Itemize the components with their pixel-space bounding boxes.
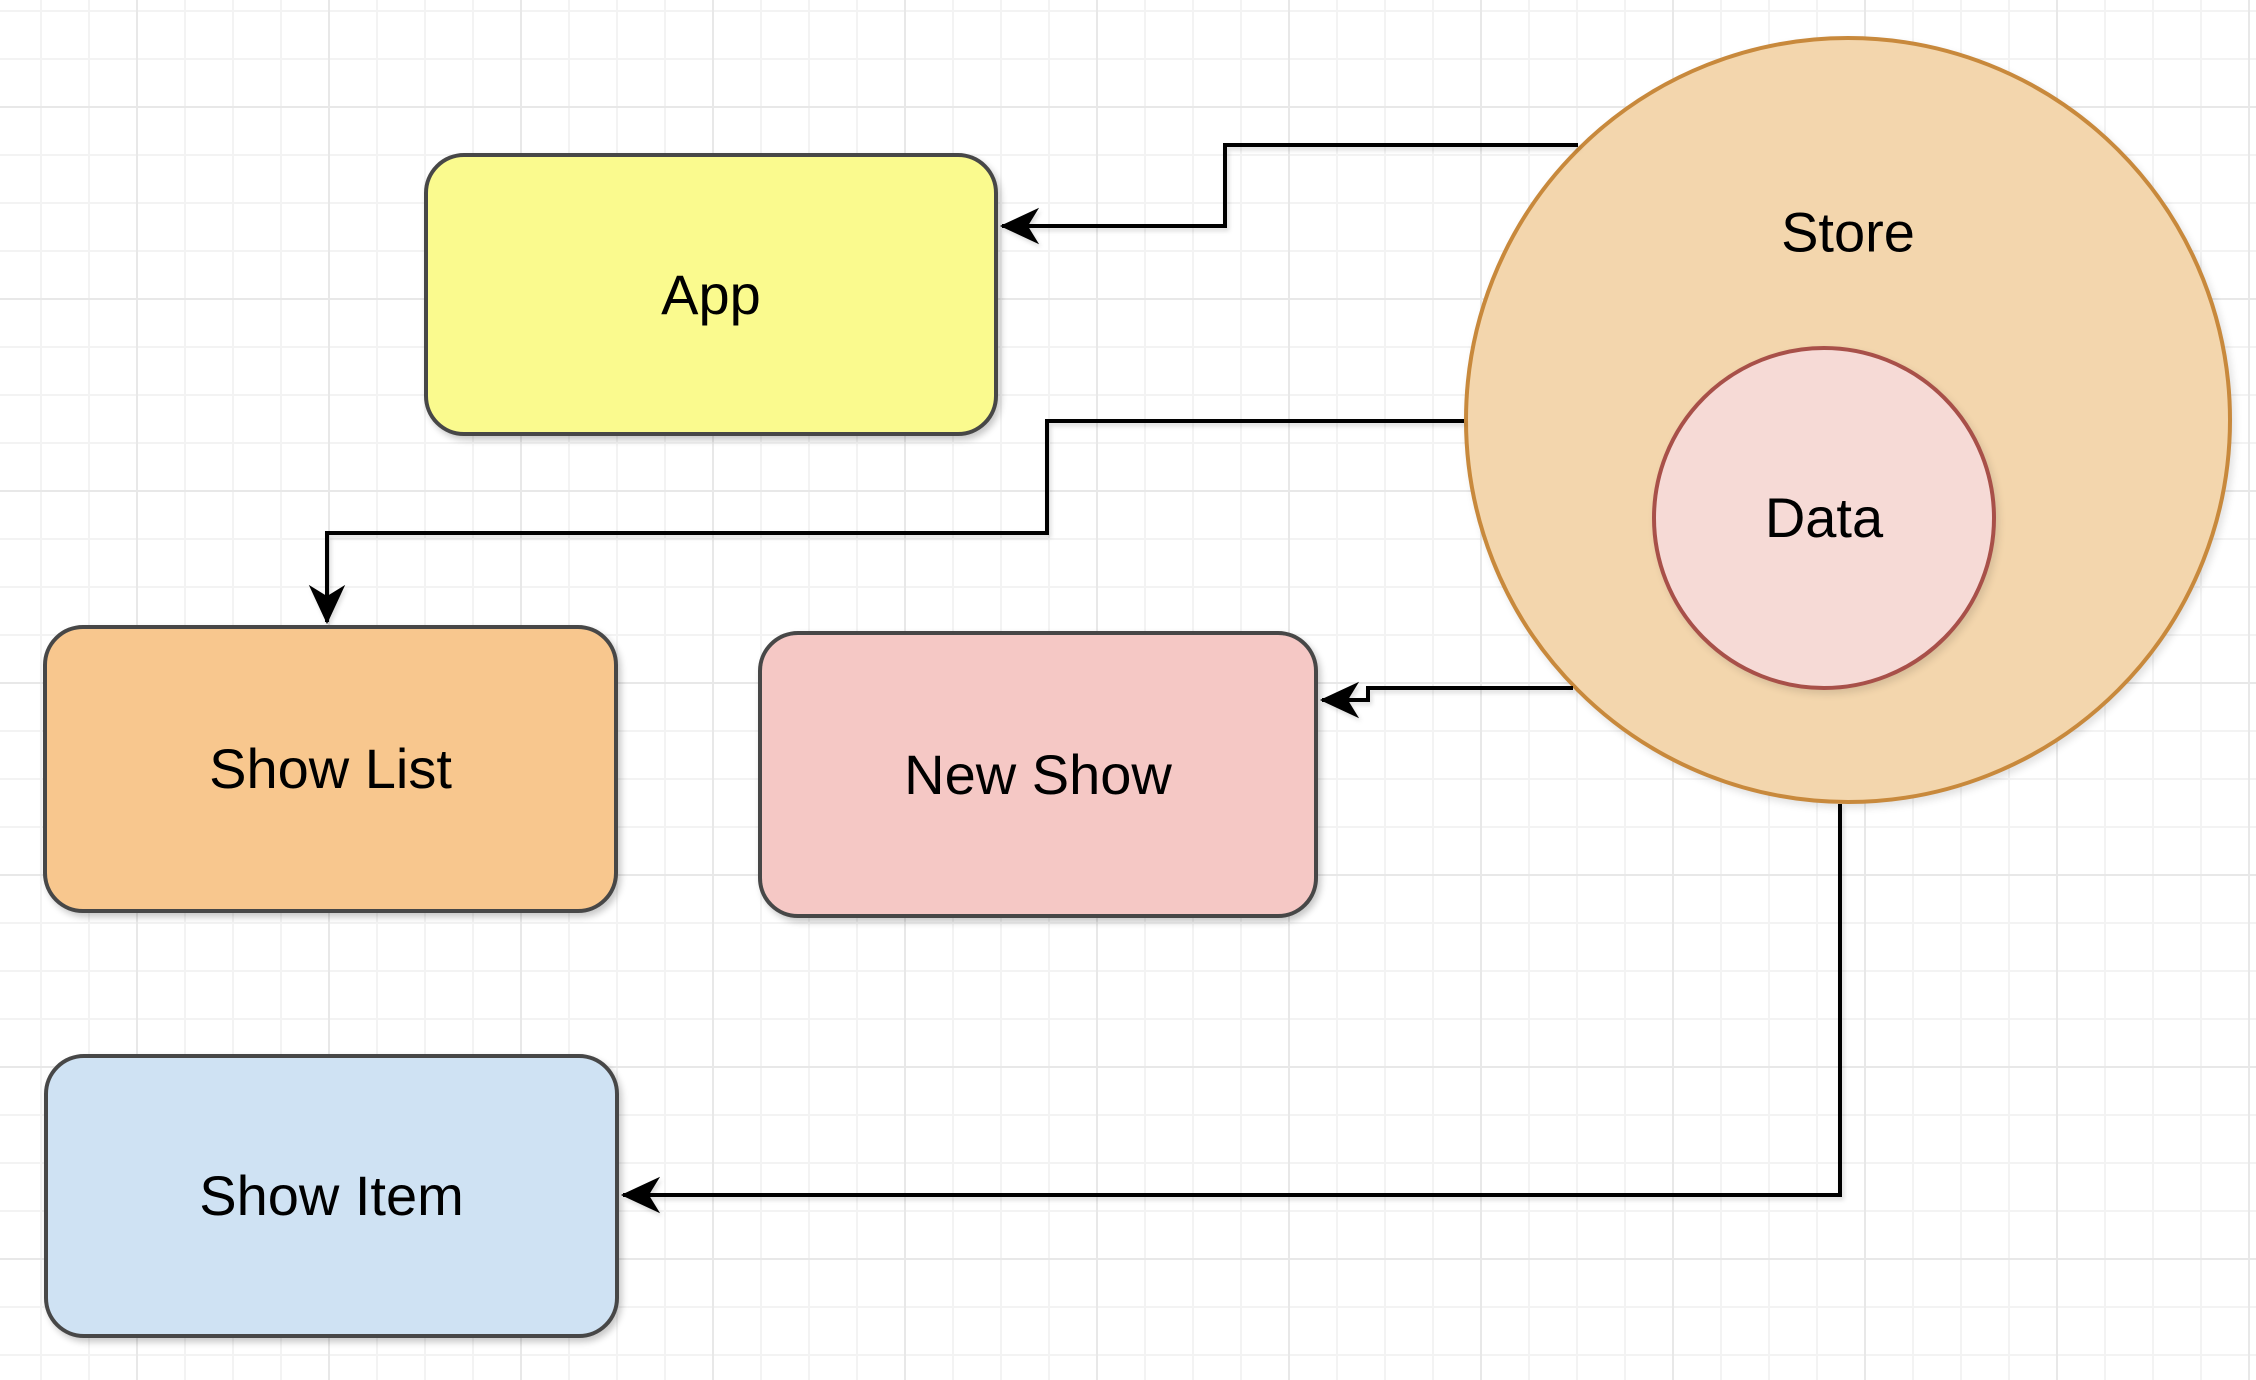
node-show-list[interactable]: Show List [43,625,618,913]
node-app-label: App [661,262,761,326]
node-app[interactable]: App [424,153,998,436]
edge-store-to-show-list[interactable] [308,419,1464,625]
edge-store-to-new-show[interactable] [1319,681,1573,719]
node-show-item-label: Show Item [199,1164,464,1228]
node-new-show-label: New Show [904,742,1172,806]
node-show-list-label: Show List [209,737,452,801]
node-data[interactable]: Data [1652,346,1996,690]
node-show-item[interactable]: Show Item [44,1054,619,1338]
node-new-show[interactable]: New Show [758,631,1318,918]
node-store-label: Store [1781,200,1915,264]
edge-store-to-app[interactable] [999,143,1578,245]
node-data-label: Data [1764,486,1884,550]
edge-store-to-show-item[interactable] [620,804,1842,1214]
